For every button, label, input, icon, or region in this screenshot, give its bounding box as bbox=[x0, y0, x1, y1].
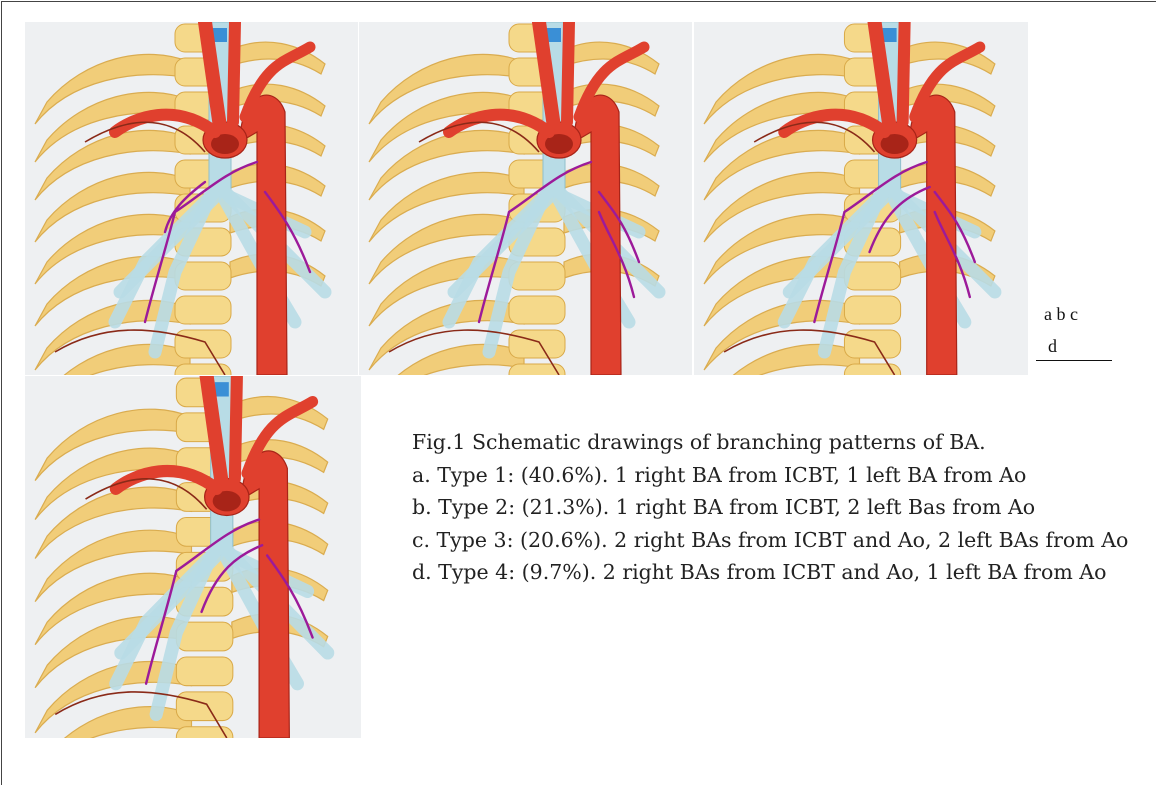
vertebra bbox=[176, 692, 233, 721]
illustration-svg bbox=[25, 376, 361, 738]
illustration-svg bbox=[25, 22, 358, 375]
panel-key-row-2: d bbox=[1044, 330, 1114, 362]
vertebra bbox=[509, 296, 565, 324]
caption-item-d: d. Type 4: (9.7%). 2 right BAs from ICBT… bbox=[412, 556, 1142, 589]
figure-caption: Fig.1 Schematic drawings of branching pa… bbox=[412, 426, 1142, 589]
panel-layout-key: a b c d bbox=[1044, 298, 1114, 362]
caption-item-b: b. Type 2: (21.3%). 1 right BA from ICBT… bbox=[412, 491, 1142, 524]
panel-a-illustration bbox=[25, 22, 358, 375]
caption-item-a: a. Type 1: (40.6%). 1 right BA from ICBT… bbox=[412, 459, 1142, 492]
vertebra bbox=[175, 296, 231, 324]
trachea-top bbox=[213, 28, 227, 42]
illustration-svg bbox=[359, 22, 692, 375]
caption-title: Fig.1 Schematic drawings of branching pa… bbox=[412, 426, 1142, 459]
panel-key-rule bbox=[1036, 360, 1112, 361]
trachea-top bbox=[547, 28, 561, 42]
trachea-top bbox=[883, 28, 897, 42]
vertebra bbox=[844, 296, 900, 324]
vertebra bbox=[844, 330, 900, 358]
panel-key-row-1: a b c bbox=[1044, 298, 1114, 330]
vertebra bbox=[509, 330, 565, 358]
arch-branch bbox=[903, 22, 905, 122]
vertebra bbox=[176, 657, 233, 686]
panel-b-illustration bbox=[359, 22, 692, 375]
arch-branch bbox=[233, 22, 235, 122]
arch-branch bbox=[235, 376, 237, 479]
panel-d-illustration bbox=[25, 376, 361, 738]
caption-item-c: c. Type 3: (20.6%). 2 right BAs from ICB… bbox=[412, 524, 1142, 557]
vertebra bbox=[175, 330, 231, 358]
arch-branch bbox=[567, 22, 569, 122]
trachea-top bbox=[215, 382, 229, 396]
panel-c-illustration bbox=[694, 22, 1028, 375]
illustration-svg bbox=[694, 22, 1028, 375]
